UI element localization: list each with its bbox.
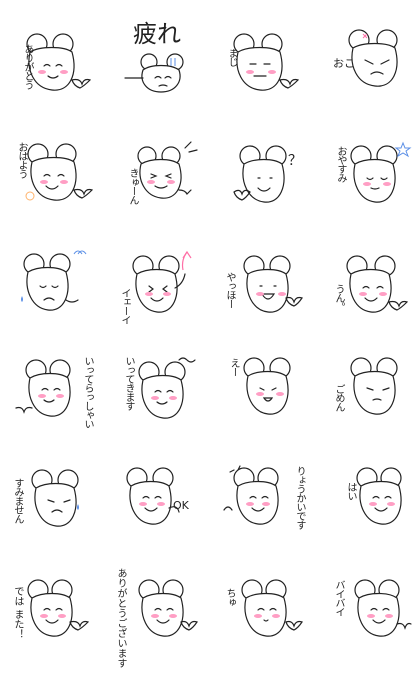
sticker-caption: イェーイ <box>119 288 130 324</box>
sticker-caption: いってらっしゃい <box>82 356 93 428</box>
sticker-caption: ？ <box>288 153 302 169</box>
mouse-illustration <box>25 143 94 201</box>
sticker-caption: おやすみ <box>335 146 346 182</box>
sticker-ee[interactable]: えー <box>210 336 315 448</box>
mouse-illustration <box>233 145 287 203</box>
sticker-caption: おはよう <box>16 142 27 178</box>
mouse-illustration <box>356 467 402 525</box>
mouse-illustration <box>137 141 198 199</box>
sticker-ittekimasu[interactable]: いってきます <box>105 336 210 448</box>
sticker-ryoukai[interactable]: りょうかいです <box>210 448 315 560</box>
sticker-un[interactable]: うん。 <box>315 224 420 336</box>
sticker-caption: きゅーん <box>127 168 138 204</box>
sticker-caption: おこ <box>333 57 355 70</box>
sticker-yahho[interactable]: やっほー <box>210 224 315 336</box>
sticker-caption: ありがとうございます <box>115 568 126 668</box>
mouse-illustration <box>243 255 303 313</box>
mouse-illustration <box>126 467 180 525</box>
sticker-ohayou[interactable]: おはよう <box>0 112 105 224</box>
mouse-illustration <box>350 141 412 203</box>
sticker-caption: すみません <box>12 478 23 523</box>
mouse-illustration <box>223 465 279 525</box>
sticker-oyasumi[interactable]: おやすみ <box>315 112 420 224</box>
sticker-caption: やっほー <box>224 272 235 308</box>
mouse-illustration <box>27 579 90 637</box>
sticker-baibai[interactable]: バイバイ <box>315 560 420 672</box>
sticker-sumimasen[interactable]: すみません <box>0 448 105 560</box>
sticker-itterasshai[interactable]: いってらっしゃい <box>0 336 105 448</box>
sticker-caption: まじ <box>226 48 237 66</box>
mouse-illustration <box>132 250 192 313</box>
sticker-caption: ありがとう <box>22 44 33 89</box>
sticker-caption: ちゅ <box>224 588 235 606</box>
sticker-question[interactable]: ？ <box>210 112 315 224</box>
mouse-illustration <box>138 357 196 419</box>
mouse-illustration <box>350 357 398 415</box>
mouse-illustration <box>241 579 303 637</box>
sticker-tsukare[interactable]: 疲れ <box>105 0 210 112</box>
sticker-hai[interactable]: はい <box>315 448 420 560</box>
sticker-kyun[interactable]: きゅーん <box>105 112 210 224</box>
mouse-illustration <box>124 53 184 93</box>
sticker-ok[interactable]: OK <box>105 448 210 560</box>
mouse-illustration <box>243 357 291 415</box>
sticker-caption: いってきます <box>123 356 134 410</box>
mouse-illustration <box>15 359 71 417</box>
sticker-gomen[interactable]: ごめん <box>315 336 420 448</box>
sticker-maji[interactable]: まじ <box>210 0 315 112</box>
sticker-caption: えー <box>228 358 239 376</box>
sticker-arigatou-gozaimasu[interactable]: ありがとうございます <box>105 560 210 672</box>
sticker-caption: はい <box>345 482 356 500</box>
sticker-caption: 疲れ <box>133 20 181 48</box>
mouse-illustration <box>348 29 398 87</box>
mouse-illustration <box>354 579 412 637</box>
mouse-illustration <box>346 255 409 313</box>
sticker-caption: バイバイ <box>333 580 344 616</box>
sticker-chu[interactable]: ちゅ <box>210 560 315 672</box>
mouse-illustration <box>138 579 198 637</box>
sticker-dewa-mata[interactable]: では また！ <box>0 560 105 672</box>
sticker-caption: りょうかいです <box>294 466 305 529</box>
mouse-illustration <box>233 33 300 91</box>
sticker-yei[interactable]: イェーイ <box>105 224 210 336</box>
sticker-caption: OK <box>173 499 189 512</box>
sticker-oko[interactable]: おこ <box>315 0 420 112</box>
mouse-illustration <box>26 33 92 91</box>
mouse-illustration <box>31 469 79 527</box>
mouse-illustration <box>21 250 87 311</box>
sticker-sad[interactable] <box>0 224 105 336</box>
sticker-arigatou[interactable]: ありがとう <box>0 0 105 112</box>
sticker-caption: では また！ <box>12 586 23 640</box>
sticker-caption: うん。 <box>333 284 344 311</box>
sticker-caption: ごめん <box>333 384 344 411</box>
